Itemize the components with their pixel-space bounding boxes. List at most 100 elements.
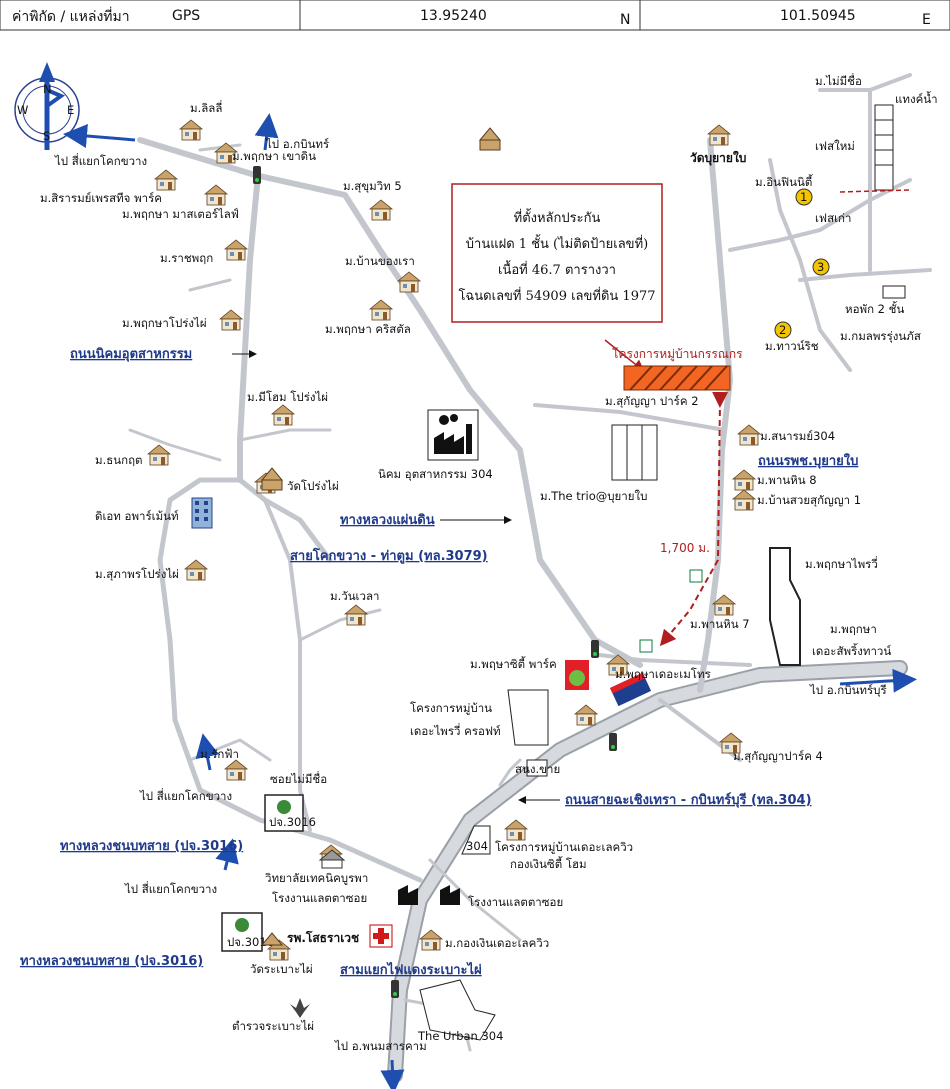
latitude-dir: N [620, 12, 630, 28]
label-wanwela: ม.วันเวลา [330, 589, 379, 603]
pry-croft-area [507, 689, 549, 746]
dorm-block [882, 285, 906, 299]
landmarks: 304 ปจ.3016 ปจ.3016 [191, 104, 911, 1041]
label-urban304: The Urban 304 [417, 1029, 503, 1043]
phase-new-project [874, 104, 894, 191]
nikhom-road [237, 172, 261, 483]
pruksa-pry-area [769, 547, 801, 666]
label-pruksa-khaodin: ม.พฤกษา เขาดิน [232, 149, 316, 163]
label-phase-new: เฟสใหม่ [815, 139, 855, 153]
seven-eleven-icon [639, 569, 703, 653]
marker-1: 1 [795, 188, 813, 206]
apartment-icon [191, 497, 213, 529]
project-label: โครงการหมู่บ้านกรรณกร [612, 347, 743, 362]
road-label-rural1: ทางหลวงชนบทสาย (ปจ.3016) [60, 839, 243, 854]
label-to-khokkwang3: ไป สี่แยกโคกขวาง [124, 881, 217, 896]
label-to-phanom: ไป อ.พนมสารคาม [334, 1039, 427, 1053]
latitude-value: 13.95240 [420, 8, 487, 24]
place-labels: ม.ลิลลี่ ไป อ.กบินทร์ ไป สี่แยกโคกขวาง ม… [40, 73, 938, 1053]
house-icon [712, 594, 736, 616]
label-soi-noname: ซอยไม่มีชื่อ [270, 771, 327, 786]
label-mihome: ม.มีโฮม โปร่งไผ่ [247, 390, 328, 404]
house-icon [369, 199, 393, 221]
road-label-highway2: สายโคกขวาง - ท่าตูม (ทล.3079) [290, 547, 488, 564]
temple-icon [260, 127, 502, 946]
label-pruksa-metro: ม.พฤษาเดอะเมโทร [615, 667, 711, 681]
house-icon [224, 239, 248, 261]
road-label-highway1: ทางหลวงแผ่นดิน [340, 513, 435, 528]
label-wat-rabopai: วัดระเบาะไผ่ [250, 962, 313, 976]
label-thetrio: ม.The trio@บุยายใบ [540, 489, 647, 503]
label-lakeview1: โครงการหมู่บ้านเดอะเลควิว [495, 840, 633, 854]
label-lilly: ม.ลิลลี่ [190, 100, 222, 115]
marker-2-label: 2 [779, 323, 786, 337]
collateral-info-box: ที่ตั้งหลักประกัน บ้านแฝด 1 ชั้น (ไม่ติด… [451, 183, 663, 323]
house-icon [224, 759, 248, 781]
label-pruksa-master: ม.พฤกษา มาสเตอร์ไลฟ์ [122, 207, 239, 221]
house-icon [344, 604, 368, 626]
longitude-dir: E [922, 12, 931, 28]
house-icon [271, 404, 295, 426]
label-townrich: ม.ทาวน์ริช [765, 339, 819, 353]
house-icon [184, 559, 208, 581]
label-pruksa-prongphai: ม.พฤกษาโปร่งไผ่ [122, 316, 207, 330]
house-icon [707, 124, 731, 146]
road-label-nikhom: ถนนนิคมอุตสาหกรรม [70, 347, 192, 362]
label-supaporn: ม.สุภาพรโปร่งไผ่ [95, 567, 179, 581]
label-nikhom304: นิคม อุตสาหกรรม 304 [378, 467, 493, 481]
label-to-khokkwang1: ไป สี่แยกโคกขวาง [54, 153, 147, 168]
distance-label: 1,700 ม. [660, 541, 710, 555]
label-lakeview2: กองเงินซิตี้ โฮม [510, 856, 587, 871]
info-line2: บ้านแฝด 1 ชั้น (ไม่ติดป้ายเลขที่) [466, 234, 648, 252]
collateral-site: โครงการหมู่บ้านกรรณกร 1,700 ม. [604, 339, 743, 647]
police-icon [290, 998, 310, 1018]
label-diet: ดิเอท อพาร์เม้นท์ [95, 509, 179, 523]
house-icon [397, 271, 421, 293]
label-sirarom: ม.สิรารมย์เพรสทีจ พาร์ค [40, 191, 162, 205]
label-police: ตำรวจระเบาะไผ่ [232, 1019, 314, 1033]
label-phase-old: เฟสเก่า [815, 211, 851, 225]
label-sukanya2: ม.สุกัญญา ปาร์ค 2 [605, 394, 699, 408]
label-to-khokkwang2: ไป สี่แยกโคกขวาง [139, 788, 232, 803]
highway-304-badge: 304 [461, 825, 491, 855]
marker-3: 3 [812, 258, 830, 276]
compass-n: N [43, 82, 52, 96]
bigc-icon [565, 660, 589, 690]
coordinate-source: GPS [172, 8, 200, 24]
label-college: วิทยาลัยเทคนิคบูรพา [264, 871, 368, 885]
the-trio-project [611, 424, 658, 481]
factory-icon [427, 409, 479, 461]
compass-icon: N S E W [14, 62, 80, 150]
pj3016-label-a: ปจ.3016 [269, 815, 316, 829]
label-pruksa-city-park: ม.พฤษาซิตี้ พาร์ค [470, 656, 557, 671]
label-sukhumvit5: ม.สุขุมวิท 5 [343, 179, 402, 193]
compass-e: E [67, 103, 74, 117]
pj3016-badge-a: ปจ.3016 [264, 794, 316, 832]
label-kongngoen: ม.กองเงินเดอะเลควิว [445, 936, 549, 950]
label-phanhin8: ม.พานหิน 8 [757, 473, 817, 487]
house-icon [504, 819, 528, 841]
label-pruksa-pry: ม.พฤกษาไพรวี่ [805, 556, 878, 571]
house-icon [154, 169, 178, 191]
label-wat-prongphai: วัดโปร่งไผ่ [287, 479, 339, 493]
info-line4: โฉนดเลขที่ 54909 เลขที่ดิน 1977 [458, 287, 655, 304]
traffic-light-icon [253, 166, 617, 998]
compass-s: S [43, 129, 50, 143]
label-sukanya4: ม.สุกัญญาปาร์ค 4 [733, 749, 823, 763]
college-icon [318, 849, 346, 869]
factory-small-icon [398, 885, 460, 905]
sanong-block [526, 759, 548, 777]
road-label-chachoengsao: ถนนสายฉะเชิงเทรา - กบินทร์บุรี (ทล.304) [565, 792, 812, 808]
label-kamolphon: ม.กมลพรรุ่งนภัส [840, 329, 921, 343]
label-tank: แทงค์น้ำ [895, 91, 938, 106]
marker-3-label: 3 [817, 260, 824, 274]
marker-1-label: 1 [800, 190, 807, 204]
label-baankhongrao: ม.บ้านของเรา [345, 254, 415, 268]
road-label-hospital-road: ถนนรพช.บุยายใบ [758, 452, 858, 469]
coordinate-label: ค่าพิกัด / แหล่งที่มา [12, 7, 130, 25]
label-hospital: รพ.โสธราเวช [287, 930, 359, 945]
highway-3079 [137, 137, 643, 668]
coordinate-header: ค่าพิกัด / แหล่งที่มา GPS 13.95240 N 101… [0, 0, 950, 31]
road-label-intersection: สามแยกไฟแดงระเบาะไผ่ [340, 961, 482, 978]
